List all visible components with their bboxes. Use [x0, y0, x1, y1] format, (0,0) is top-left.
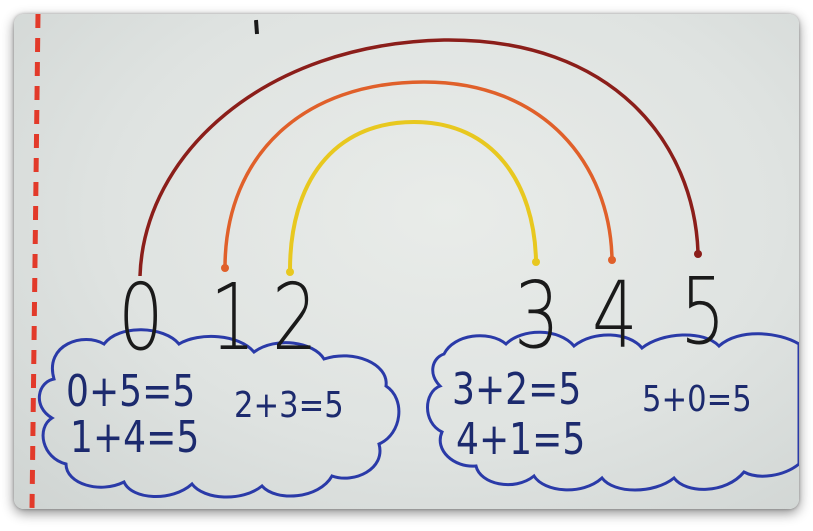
arc-2-to-3-end-dot [532, 258, 540, 266]
arc-2-to-3-start-dot [286, 268, 294, 276]
margin-line [29, 14, 41, 509]
number-2: 2 [272, 264, 318, 371]
equation-0-plus-5: 0+5=5 [66, 366, 196, 417]
arc-2-to-3 [288, 119, 538, 271]
drawing-layer [29, 14, 799, 509]
number-5: 5 [680, 258, 726, 365]
equation-4-plus-1: 4+1=5 [456, 414, 586, 465]
photo-frame: 0 1 2 3 4 5 0+5=5 1+4=5 2+3=5 3+2=5 4+1=… [14, 14, 799, 509]
arc-0-to-5 [138, 38, 700, 277]
left-cloud [37, 328, 401, 499]
equation-2-plus-3: 2+3=5 [234, 385, 344, 426]
arc-0-to-5-end-dot [694, 250, 702, 258]
number-0: 0 [118, 264, 164, 371]
arc-1-to-4-end-dot [608, 256, 616, 264]
equation-5-plus-0: 5+0=5 [642, 379, 752, 420]
whiteboard-photo: 0 1 2 3 4 5 0+5=5 1+4=5 2+3=5 3+2=5 4+1=… [14, 14, 799, 509]
arc-1-to-4 [223, 80, 614, 267]
number-4: 4 [592, 262, 638, 369]
number-1: 1 [210, 264, 256, 371]
right-cloud [426, 330, 799, 492]
equation-3-plus-2: 3+2=5 [452, 364, 582, 415]
top-stray-mark [254, 19, 259, 35]
number-3: 3 [514, 262, 560, 369]
equation-1-plus-4: 1+4=5 [70, 412, 200, 463]
arc-1-to-4-start-dot [221, 264, 229, 272]
